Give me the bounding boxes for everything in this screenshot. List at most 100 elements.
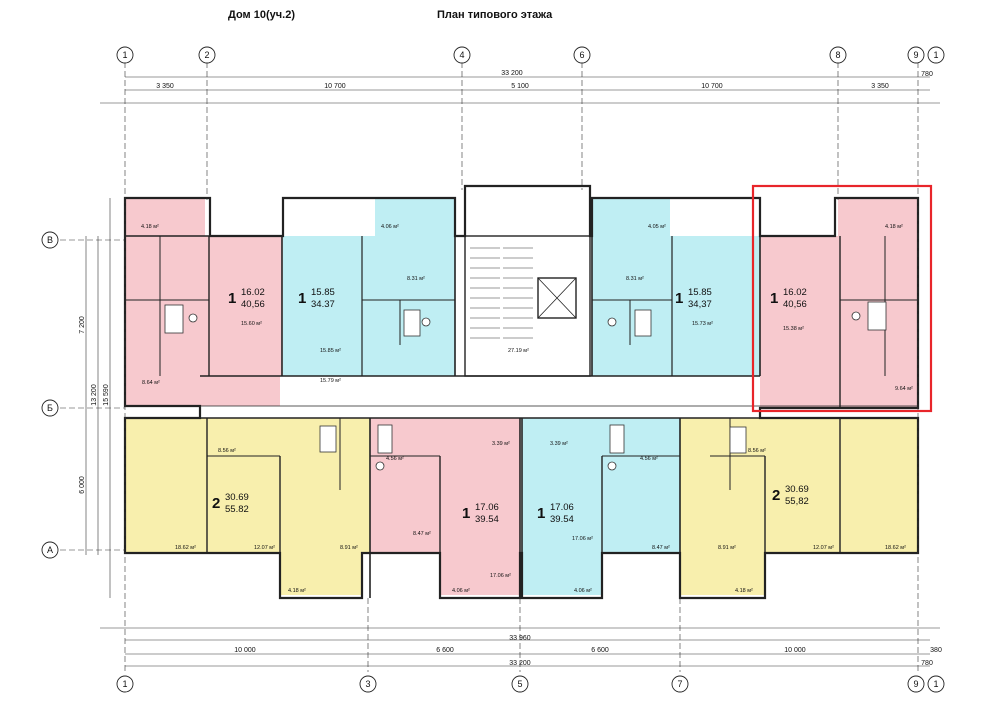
apt-total: 39.54 xyxy=(475,514,499,525)
room-area: 8.64 м² xyxy=(142,380,160,386)
apt-total: 55,82 xyxy=(785,496,809,507)
room-area: 3.39 м² xyxy=(492,441,510,447)
room-fill xyxy=(592,236,760,376)
axis-label: 7 xyxy=(677,679,682,689)
dim-text: 10 000 xyxy=(784,647,806,654)
room-area: 8.31 м² xyxy=(626,276,644,282)
room-area: 3.39 м² xyxy=(550,441,568,447)
dim-text: 3 350 xyxy=(156,83,174,90)
apt-total: 40,56 xyxy=(783,299,807,310)
plan-title: План типового этажа xyxy=(437,9,553,21)
axis-bubble xyxy=(41,399,59,417)
axis-label: 6 xyxy=(579,50,584,60)
dim-text: 10 700 xyxy=(324,83,346,90)
apt-living: 30.69 xyxy=(225,492,249,503)
room-fill xyxy=(280,553,362,595)
axis-label: 1 xyxy=(122,50,127,60)
axis-label: 9 xyxy=(913,50,918,60)
dim-text: 780 xyxy=(921,660,933,667)
apt-total: 39.54 xyxy=(550,514,574,525)
axis-bubble xyxy=(41,541,59,559)
room-fill xyxy=(209,236,282,376)
dim-total-bottom-2: 33 200 xyxy=(509,660,531,667)
elevator-shaft xyxy=(537,277,577,319)
apt-living: 30.69 xyxy=(785,484,809,495)
axis-bubble xyxy=(927,46,945,64)
axis-bubble xyxy=(41,231,59,249)
axis-label: А xyxy=(47,545,53,555)
apt-total: 40,56 xyxy=(241,299,265,310)
axis-label: 1 xyxy=(933,50,938,60)
room-fill xyxy=(375,198,455,236)
apt-rooms: 1 xyxy=(770,290,778,307)
axis-label: 8 xyxy=(835,50,840,60)
axis-label: 1 xyxy=(933,679,938,689)
dim-text: 6 600 xyxy=(591,647,609,654)
room-fill xyxy=(283,236,455,376)
bathtub xyxy=(403,309,421,337)
dim-text: 6 600 xyxy=(436,647,454,654)
room-fill xyxy=(440,553,520,595)
room-area: 4.18 м² xyxy=(885,224,903,230)
room-area: 9.64 м² xyxy=(895,386,913,392)
highlight-frame[interactable] xyxy=(751,184,933,413)
dim-text: 380 xyxy=(930,647,942,654)
room-fill xyxy=(200,376,280,406)
toilet xyxy=(421,317,431,327)
axis-bubble xyxy=(511,675,529,693)
room-area: 27.19 м² xyxy=(508,348,529,354)
apt-living: 16.02 xyxy=(241,287,265,298)
room-fill xyxy=(370,418,520,553)
room-area: 4.18 м² xyxy=(288,588,306,594)
bathtub xyxy=(164,304,184,334)
room-area: 18.62 м² xyxy=(175,545,196,551)
apt-living: 15.85 xyxy=(688,287,712,298)
room-area: 4.05 м² xyxy=(648,224,666,230)
apt-rooms: 1 xyxy=(675,290,683,307)
axis-bubble xyxy=(359,675,377,693)
room-area: 4.06 м² xyxy=(381,224,399,230)
room-fill xyxy=(680,418,918,553)
apt-rooms: 1 xyxy=(462,505,470,522)
dim-total-bottom: 33 960 xyxy=(509,635,531,642)
room-fill xyxy=(522,553,602,595)
room-area: 12.07 м² xyxy=(813,545,834,551)
axis-bubble xyxy=(907,675,925,693)
apt-rooms: 1 xyxy=(228,290,236,307)
room-area: 15.79 м² xyxy=(320,378,341,384)
axis-bubble xyxy=(198,46,216,64)
dim-vertical: 7 200 xyxy=(79,316,86,334)
stairwell xyxy=(464,235,591,377)
dim-text: 3 350 xyxy=(871,83,889,90)
axis-label: 3 xyxy=(365,679,370,689)
apt-living: 15.85 xyxy=(311,287,335,298)
bathtub xyxy=(634,309,652,337)
room-area: 4.06 м² xyxy=(452,588,470,594)
house-title: Дом 10(уч.2) xyxy=(228,9,295,21)
axis-label: 1 xyxy=(122,679,127,689)
apt-living: 17.06 xyxy=(550,502,574,513)
elevator-cross xyxy=(537,277,577,319)
room-area: 15.60 м² xyxy=(241,321,262,327)
toilet xyxy=(375,461,385,471)
toilet xyxy=(851,311,861,321)
room-area: 8.47 м² xyxy=(652,545,670,551)
axis-label: 9 xyxy=(913,679,918,689)
room-area: 4.56 м² xyxy=(386,456,404,462)
room-fill xyxy=(760,236,840,376)
room-area: 4.56 м² xyxy=(640,456,658,462)
room-area: 12.07 м² xyxy=(254,545,275,551)
room-fill xyxy=(680,553,765,595)
dim-text: 780 xyxy=(921,71,933,78)
apt-rooms: 1 xyxy=(537,505,545,522)
apt-total: 34,37 xyxy=(688,299,712,310)
room-fill xyxy=(838,198,918,236)
bathtub xyxy=(729,426,747,454)
dim-vertical: 6 000 xyxy=(79,476,86,494)
dim-vertical: 13 200 xyxy=(91,384,98,406)
room-area: 8.31 м² xyxy=(407,276,425,282)
bathtub xyxy=(867,301,887,331)
axis-bubble xyxy=(573,46,591,64)
room-area: 15.73 м² xyxy=(692,321,713,327)
